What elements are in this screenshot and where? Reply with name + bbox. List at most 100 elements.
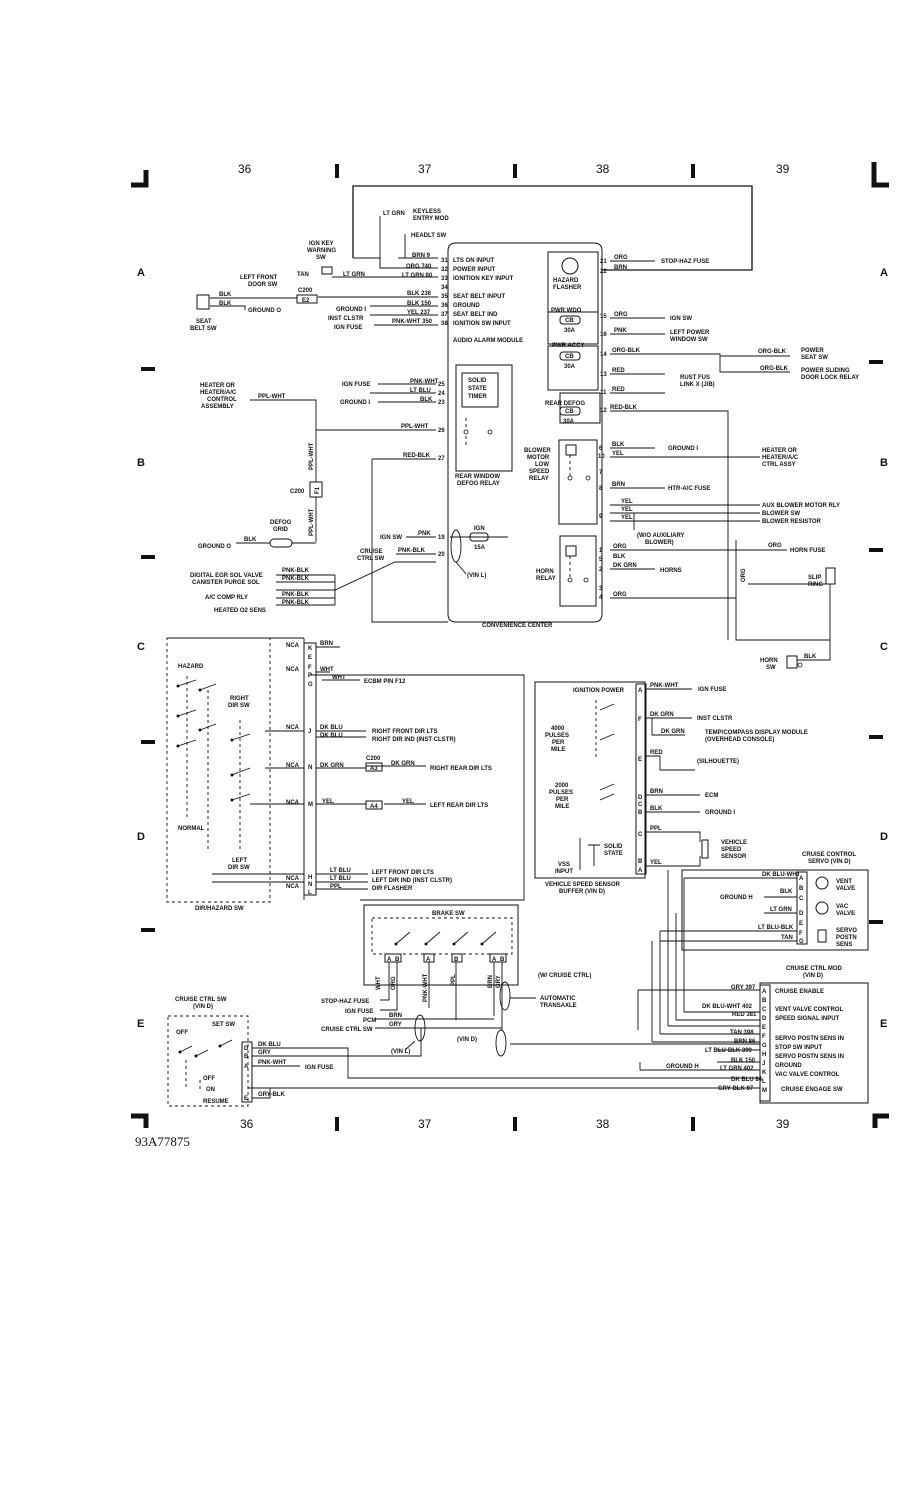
heater-ctrl-2: HEATER/A/C <box>200 390 237 396</box>
dir-wire-brn: BRN <box>320 641 333 647</box>
horn-wire-org: ORG <box>613 544 627 550</box>
blower-pin-10: 10 <box>598 454 605 460</box>
vss-sensor-3: SENSOR <box>721 854 747 860</box>
brake-cruise-sw: CRUISE CTRL SW <box>321 1027 373 1033</box>
pwr-accy-pin-11: 11 <box>600 390 607 396</box>
dir-nca-1: NCA <box>286 643 300 649</box>
dir-dest-l-ind: LEFT DIR IND (INST CLSTR) <box>372 878 452 884</box>
brake-vin-d: (VIN D) <box>457 1037 477 1043</box>
row-right-e: E <box>880 1018 887 1030</box>
vss-solid-2: STATE <box>604 851 623 857</box>
cmod-pin-e: E <box>762 1025 766 1031</box>
horn-sw-blk: BLK <box>804 654 817 660</box>
audio-label-e2: E2 <box>302 298 310 304</box>
pcm-dest-egr: DIGITAL EGR SOL VALVE <box>190 573 263 579</box>
servo-wire-ltgrn: LT GRN <box>770 907 792 913</box>
vss-sensor-2: SPEED <box>721 847 742 853</box>
blower-dest-heater-3: CTRL ASSY <box>762 462 796 468</box>
audio-wire-yel237: YEL 237 <box>407 310 431 316</box>
dir-wire-ltblu: LT BLU <box>330 868 351 874</box>
horn-sw-label-2: SW <box>766 665 776 671</box>
dir-pin-m: M <box>308 802 313 808</box>
vss-title-1: VEHICLE SPEED SENSOR <box>545 882 621 888</box>
heater-ctrl-3: CONTROL <box>207 397 237 403</box>
pwr-accy-rust-2: LINK X (J/B) <box>680 382 715 388</box>
brake-pin-b3: B <box>500 957 505 963</box>
row-right-b: B <box>880 457 888 469</box>
blower-note-1: (W/O AUXILIARY <box>637 533 685 539</box>
horn-pin-5: 5 <box>599 557 603 563</box>
brake-pin-b2: B <box>454 957 459 963</box>
vss-pin-e: E <box>638 757 642 763</box>
defog-grid-2: GRID <box>273 527 289 533</box>
vss-title-2: BUFFER (VIN D) <box>559 889 605 895</box>
blower-pin-7: 7 <box>599 470 603 476</box>
timer-wire-ltblu: LT BLU <box>410 388 431 394</box>
dir-pin-k: K <box>308 646 313 652</box>
servo-pin-c: C <box>799 896 804 902</box>
defog-grid-1: DEFOG <box>270 520 292 526</box>
defog-timer: SOLID STATE TIMER 25 24 23 26 27 PNK-WHT… <box>198 372 500 623</box>
servo-wire-tan: TAN <box>781 935 793 941</box>
cmod-wire-ltgrn402: LT GRN 402 <box>720 1066 754 1072</box>
dir-a3: A3 <box>370 766 378 772</box>
ign-fuse-cruise-1: CRUISE <box>360 549 383 555</box>
cmod-func-enable: CRUISE ENABLE <box>775 989 824 995</box>
cruise-sw-off-2: OFF <box>203 1076 215 1082</box>
brake-stop-haz: STOP-HAZ FUSE <box>321 999 369 1005</box>
audio-pin-37: 37 <box>441 312 448 318</box>
pwr-wdo-cb: CB <box>565 318 574 324</box>
pnkblk-wire-4: PNK-BLK <box>282 600 310 606</box>
cruise-sw-ign-fuse: IGN FUSE <box>305 1065 333 1071</box>
hazard-name-2: FLASHER <box>553 285 582 291</box>
servo-vac-1: VAC <box>836 904 849 910</box>
dir-left-1: LEFT <box>232 858 247 864</box>
pwr-accy-wire-red2: RED <box>612 387 625 393</box>
cmod-pin-g: G <box>762 1043 767 1049</box>
audio-func-ground: GROUND <box>453 303 480 309</box>
dir-left-2: DIR SW <box>228 865 250 871</box>
cmod-pin-b: B <box>762 998 767 1004</box>
brake-vin-l: (VIN L) <box>391 1049 410 1055</box>
row-left-e: E <box>137 1018 144 1030</box>
hazard-flasher: HAZARD FLASHER 21 22 ORG BRN STOP-HAZ FU… <box>553 255 709 291</box>
dir-right-2: DIR SW <box>228 703 250 709</box>
hazard-dest: STOP-HAZ FUSE <box>661 259 709 265</box>
grid-bottom-39: 39 <box>776 1117 790 1131</box>
vss-solid-1: SOLID <box>604 844 623 850</box>
ign-fuse-wire-pnk: PNK <box>418 531 431 537</box>
audio-pin-32: 32 <box>441 267 448 273</box>
timer-pin-25: 25 <box>438 382 445 388</box>
cruise-sw-title-2: (VIN D) <box>193 1004 213 1010</box>
blower-dest-htr-fuse: HTR-A/C FUSE <box>668 486 710 492</box>
dir-dest-rr-lts: RIGHT REAR DIR LTS <box>430 766 492 772</box>
cmod-pin-c: C <box>762 1007 767 1013</box>
brake-vwire-org: ORG <box>391 976 397 990</box>
servo-ground: GROUND H <box>720 895 753 901</box>
vss-wire-dkgrn-2: DK GRN <box>661 729 685 735</box>
cmod-pin-m: M <box>762 1088 767 1094</box>
blower-name-3: LOW <box>535 462 549 468</box>
dir-wire-yel-2: YEL <box>402 799 414 805</box>
rear-defog-title: REAR DEFOG <box>545 401 585 407</box>
pnkblk-wire-2: PNK-BLK <box>282 576 310 582</box>
ign-fuse-ign-sw: IGN SW <box>380 535 402 541</box>
dir-nca-6: NCA <box>286 876 300 882</box>
vss-4000-1: 4000 <box>551 726 565 732</box>
audio-alarm-module: AUDIO ALARM MODULE 31 32 33 34 35 36 37 … <box>190 209 523 344</box>
audio-wire-blk150: BLK 150 <box>407 301 432 307</box>
left-door-label-1: LEFT FRONT <box>240 275 278 281</box>
vss-wire-red: RED <box>650 750 663 756</box>
horn-sw-label-1: HORN <box>760 658 778 664</box>
brake-trans-1: AUTOMATIC <box>540 996 576 1002</box>
blower-wire-yel-3: YEL <box>621 507 633 513</box>
dir-nca-3: NCA <box>286 725 300 731</box>
vss-4000-3: PER <box>552 740 565 746</box>
seat-belt-switch-icon <box>196 294 210 310</box>
cmod-func-stop: STOP SW INPUT <box>775 1045 822 1051</box>
pwr-accy-rust-1: RUST FUS <box>680 375 710 381</box>
audio-label-blk2: BLK <box>219 301 232 307</box>
pwr-wdo-wire-org: ORG <box>614 312 628 318</box>
pwr-accy-dest-2b: DOOR LOCK RELAY <box>801 375 859 381</box>
horn-org-right: ORG <box>768 543 782 549</box>
